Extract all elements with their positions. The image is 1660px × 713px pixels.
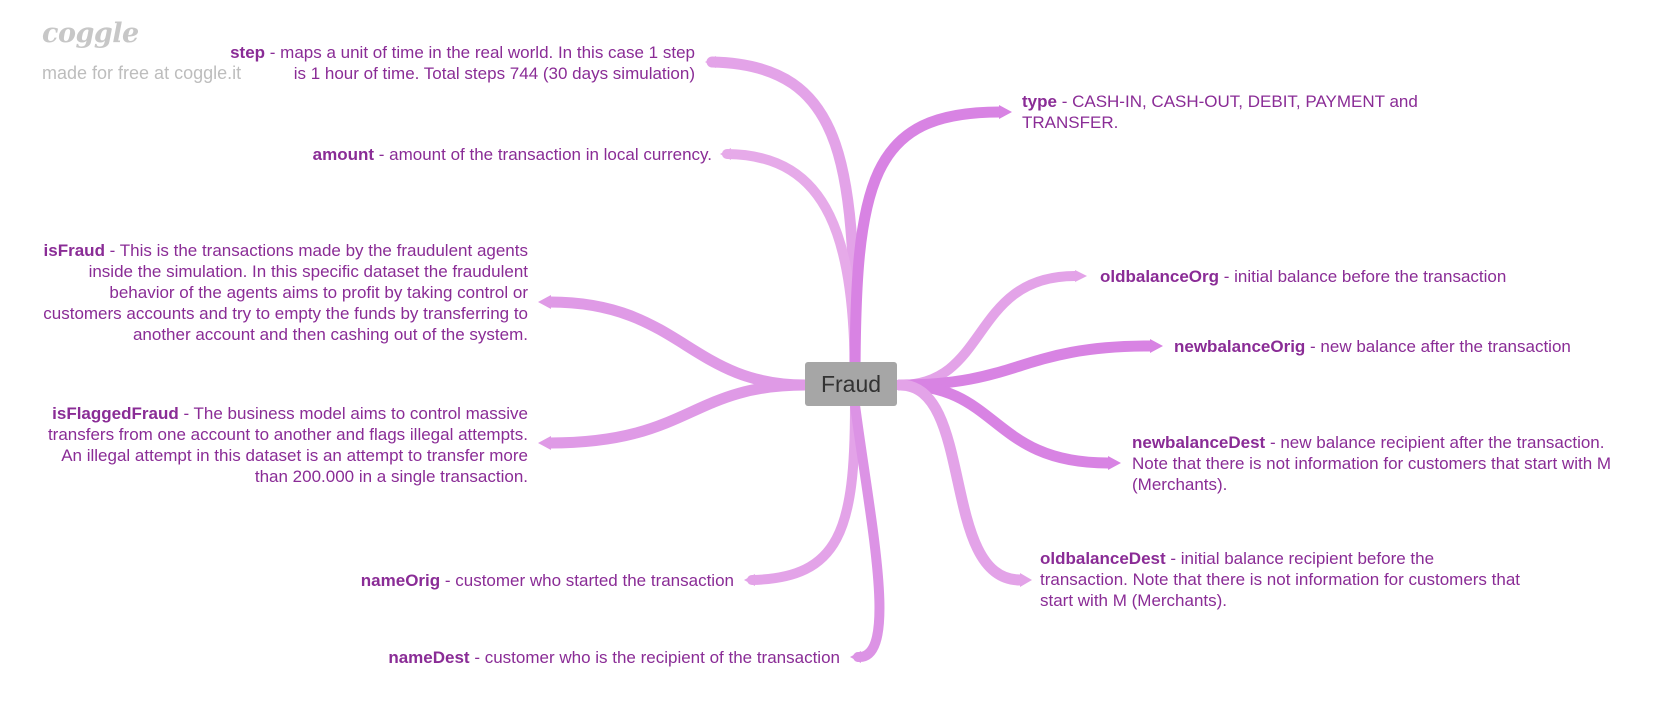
- node-nameDest[interactable]: nameDest - customer who is the recipient…: [320, 647, 840, 668]
- node-nameDest-text: - customer who is the recipient of the t…: [469, 648, 840, 667]
- branch-type: [849, 106, 1006, 391]
- node-step-text: - maps a unit of time in the real world.…: [265, 43, 695, 83]
- branch-isFlaggedFraud: [544, 379, 811, 449]
- node-isFlaggedFraud-text: - The business model aims to control mas…: [47, 404, 528, 486]
- node-type-text: - CASH-IN, CASH-OUT, DEBIT, PAYMENT and …: [1022, 92, 1418, 132]
- node-isFlaggedFraud-key: isFlaggedFraud: [52, 404, 179, 423]
- node-isFraud-key: isFraud: [43, 241, 105, 260]
- node-nameOrig[interactable]: nameOrig - customer who started the tran…: [300, 570, 734, 591]
- branch-oldbalanceOrg: [895, 271, 1080, 390]
- node-nameDest-key: nameDest: [388, 648, 470, 667]
- node-type[interactable]: type - CASH-IN, CASH-OUT, DEBIT, PAYMENT…: [1022, 91, 1452, 133]
- branch-newbalanceDest: [894, 379, 1114, 469]
- node-oldbalanceDest-text: - initial balance recipient before the t…: [1040, 549, 1521, 610]
- coggle-logo: coggle: [42, 18, 139, 49]
- branch-isFraud: [544, 296, 811, 391]
- node-type-key: type: [1022, 92, 1057, 111]
- node-oldbalanceDest-key: oldbalanceDest: [1040, 549, 1166, 568]
- node-newbalanceDest-text: - new balance recipient after the transa…: [1132, 433, 1612, 494]
- branch-amount: [722, 149, 860, 390]
- node-newbalanceOrig-key: newbalanceOrig: [1174, 337, 1306, 356]
- node-amount-key: amount: [312, 145, 375, 164]
- node-newbalanceDest[interactable]: newbalanceDest - new balance recipient a…: [1132, 432, 1612, 495]
- coggle-caption: made for free at coggle.it: [42, 63, 242, 83]
- node-step-key: step: [230, 43, 266, 62]
- node-isFlaggedFraud[interactable]: isFlaggedFraud - The business model aims…: [40, 403, 528, 487]
- node-oldbalanceOrg-key: oldbalanceOrg: [1100, 267, 1220, 286]
- branch-newbalanceOrig: [894, 340, 1156, 391]
- branch-nameDest: [850, 400, 885, 662]
- central-node-label: Fraud: [820, 370, 882, 397]
- node-isFraud[interactable]: isFraud - This is the transactions made …: [42, 240, 528, 345]
- node-amount[interactable]: amount - amount of the transaction in lo…: [260, 144, 712, 165]
- node-newbalanceOrig[interactable]: newbalanceOrig - new balance after the t…: [1174, 336, 1654, 357]
- branch-oldbalanceDest: [894, 379, 1026, 586]
- node-newbalanceDest-key: newbalanceDest: [1132, 433, 1266, 452]
- node-newbalanceOrig-text: - new balance after the transaction: [1305, 337, 1571, 356]
- node-isFraud-text: - This is the transactions made by the f…: [43, 241, 528, 344]
- node-oldbalanceOrg-text: - initial balance before the transaction: [1219, 267, 1507, 286]
- node-step[interactable]: step - maps a unit of time in the real w…: [225, 42, 695, 84]
- node-oldbalanceOrg[interactable]: oldbalanceOrg - initial balance before t…: [1100, 266, 1620, 287]
- node-oldbalanceDest[interactable]: oldbalanceDest - initial balance recipie…: [1040, 548, 1520, 611]
- node-nameOrig-text: - customer who started the transaction: [440, 571, 734, 590]
- node-nameOrig-key: nameOrig: [360, 571, 441, 590]
- node-amount-text: - amount of the transaction in local cur…: [374, 145, 712, 164]
- central-node[interactable]: Fraud: [805, 362, 897, 406]
- branch-nameOrig: [747, 400, 860, 585]
